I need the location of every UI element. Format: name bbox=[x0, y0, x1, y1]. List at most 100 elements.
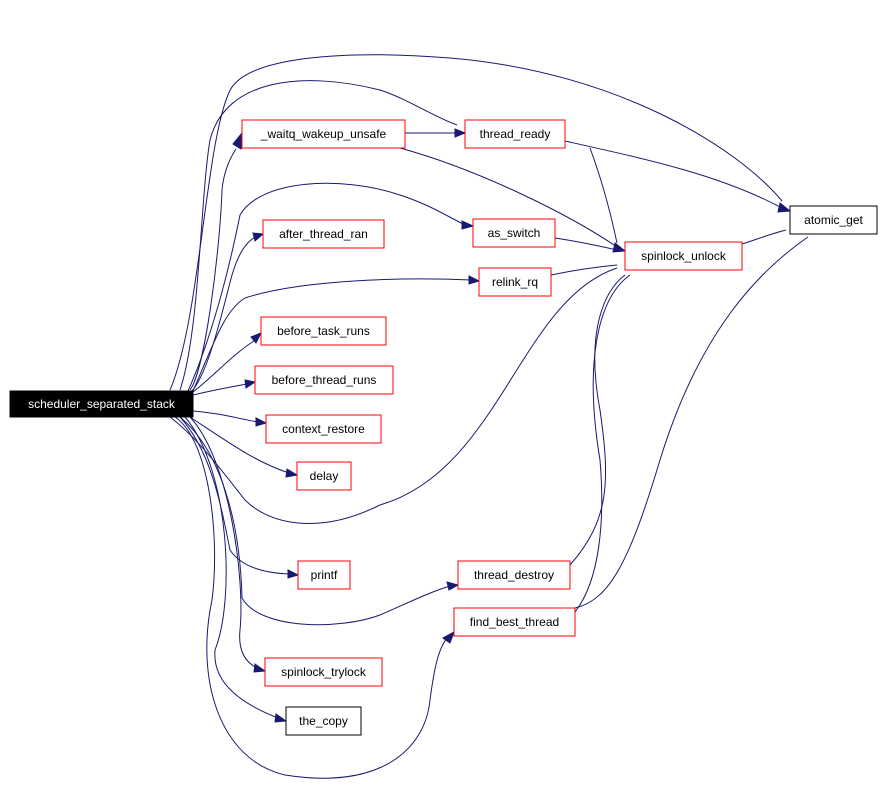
edge-line bbox=[187, 182, 466, 392]
node-before_task_runs[interactable]: before_task_runs bbox=[260, 316, 387, 346]
node-box bbox=[260, 316, 387, 346]
edge-line bbox=[169, 54, 783, 391]
node-context_restore[interactable]: context_restore bbox=[265, 414, 382, 444]
arrowhead-icon bbox=[252, 232, 265, 242]
edge-line bbox=[169, 267, 618, 524]
edges-layer bbox=[169, 54, 809, 779]
node-after_thread_ran[interactable]: after_thread_ran bbox=[262, 219, 385, 249]
edge-scheduler_separated_stack-to-after_thread_ran bbox=[191, 236, 256, 392]
node-label: _waitq_wakeup_unsafe bbox=[260, 127, 387, 141]
node-relink_rq[interactable]: relink_rq bbox=[478, 267, 552, 297]
edge-line bbox=[179, 416, 291, 575]
arrowhead-icon bbox=[468, 275, 481, 285]
edge-find_best_thread-to-spinlock_unlock bbox=[574, 274, 631, 613]
node-box bbox=[297, 560, 351, 590]
arrowhead-relink_rq bbox=[468, 275, 481, 285]
edge-scheduler_separated_stack-to-find_best_thread bbox=[174, 416, 449, 779]
edge-line bbox=[174, 416, 449, 779]
edge-thread_ready-to-spinlock_unlock bbox=[589, 147, 618, 244]
node-box bbox=[265, 414, 382, 444]
edge-scheduler_separated_stack-to-thread_ready bbox=[179, 80, 458, 391]
edge-line bbox=[179, 416, 451, 626]
node-box bbox=[9, 390, 194, 418]
node-box bbox=[472, 218, 556, 248]
arrowhead-icon bbox=[612, 242, 627, 253]
node-_waitq_wakeup_unsafe[interactable]: _waitq_wakeup_unsafe bbox=[241, 119, 406, 149]
node-label: relink_rq bbox=[492, 275, 538, 289]
node-find_best_thread[interactable]: find_best_thread bbox=[453, 607, 576, 637]
arrowhead-icon bbox=[446, 581, 460, 591]
edge-line bbox=[192, 383, 248, 396]
edge-relink_rq-to-spinlock_unlock bbox=[550, 264, 618, 276]
node-label: find_best_thread bbox=[470, 615, 559, 629]
edge-line bbox=[589, 147, 618, 244]
edge-scheduler_separated_stack-to-relink_rq bbox=[192, 278, 472, 392]
edge-line bbox=[564, 140, 783, 209]
node-box bbox=[254, 365, 394, 395]
arrowhead-thread_destroy bbox=[446, 581, 460, 591]
node-spinlock_trylock[interactable]: spinlock_trylock bbox=[264, 657, 383, 687]
edge-line bbox=[574, 274, 631, 613]
edge-scheduler_separated_stack-to-before_task_runs bbox=[192, 340, 255, 393]
edge-scheduler_separated_stack-to-spinlock_trylock bbox=[189, 416, 258, 669]
edge-scheduler_separated_stack-to-before_thread_runs bbox=[192, 383, 248, 396]
node-box bbox=[624, 241, 743, 271]
nodes-layer: scheduler_separated_stack _waitq_wakeup_u… bbox=[9, 119, 878, 736]
node-label: spinlock_unlock bbox=[641, 249, 727, 263]
node-label: spinlock_trylock bbox=[281, 665, 367, 679]
node-scheduler_separated_stack: scheduler_separated_stack bbox=[9, 390, 194, 418]
node-label: as_switch bbox=[488, 226, 541, 240]
edge-line bbox=[192, 410, 259, 423]
node-box bbox=[262, 219, 385, 249]
node-spinlock_unlock[interactable]: spinlock_unlock bbox=[624, 241, 743, 271]
arrowhead-before_task_runs bbox=[250, 332, 263, 344]
node-label: before_task_runs bbox=[277, 324, 370, 338]
node-box bbox=[457, 560, 571, 590]
node-label: before_thread_runs bbox=[272, 373, 377, 387]
arrowhead-icon bbox=[232, 131, 243, 150]
edge-find_best_thread-to-atomic_get bbox=[574, 236, 809, 609]
arrowhead-thread_ready bbox=[454, 128, 467, 138]
edge-_waitq_wakeup_unsafe-to-spinlock_unlock bbox=[399, 147, 618, 248]
edge-line bbox=[191, 236, 256, 392]
node-label: thread_destroy bbox=[474, 568, 554, 582]
edge-line bbox=[741, 229, 787, 245]
edge-line bbox=[399, 147, 618, 248]
arrowhead-spinlock_trylock bbox=[253, 663, 267, 673]
node-thread_destroy[interactable]: thread_destroy bbox=[457, 560, 571, 590]
node-box bbox=[285, 706, 362, 736]
node-as_switch[interactable]: as_switch bbox=[472, 218, 556, 248]
arrowhead-printf bbox=[287, 569, 300, 579]
arrowhead-icon bbox=[461, 220, 475, 230]
node-thread_ready[interactable]: thread_ready bbox=[464, 119, 566, 149]
arrowhead-atomic_get bbox=[777, 202, 792, 213]
edge-scheduler_separated_stack-to-the_copy bbox=[184, 416, 279, 719]
edge-thread_destroy-to-spinlock_unlock bbox=[569, 274, 626, 566]
edge-line bbox=[192, 340, 255, 393]
edge-scheduler_separated_stack-to-atomic_get bbox=[169, 54, 783, 391]
node-label: atomic_get bbox=[804, 213, 863, 227]
arrowhead-context_restore bbox=[255, 417, 268, 427]
node-box bbox=[478, 267, 552, 297]
node-label: after_thread_ran bbox=[279, 227, 368, 241]
node-label: scheduler_separated_stack bbox=[28, 397, 176, 411]
edge-scheduler_separated_stack-to-spinlock_unlock bbox=[169, 267, 618, 524]
node-delay[interactable]: delay bbox=[296, 461, 352, 491]
edge-scheduler_separated_stack-to-thread_destroy bbox=[179, 416, 451, 626]
node-printf[interactable]: printf bbox=[297, 560, 351, 590]
arrowhead-icon bbox=[244, 379, 257, 389]
node-box bbox=[789, 205, 878, 235]
arrowhead-after_thread_ran bbox=[252, 232, 265, 242]
edge-line bbox=[189, 416, 290, 474]
arrowhead-icon bbox=[287, 569, 300, 579]
node-label: context_restore bbox=[282, 422, 365, 436]
arrowhead-spinlock_unlock bbox=[612, 242, 627, 253]
arrowhead-icon bbox=[250, 332, 263, 344]
node-before_thread_runs[interactable]: before_thread_runs bbox=[254, 365, 394, 395]
node-box bbox=[296, 461, 352, 491]
edge-thread_ready-to-atomic_get bbox=[564, 140, 783, 209]
arrowhead-icon bbox=[274, 713, 288, 723]
node-box bbox=[464, 119, 566, 149]
arrowhead-find_best_thread bbox=[442, 630, 455, 644]
